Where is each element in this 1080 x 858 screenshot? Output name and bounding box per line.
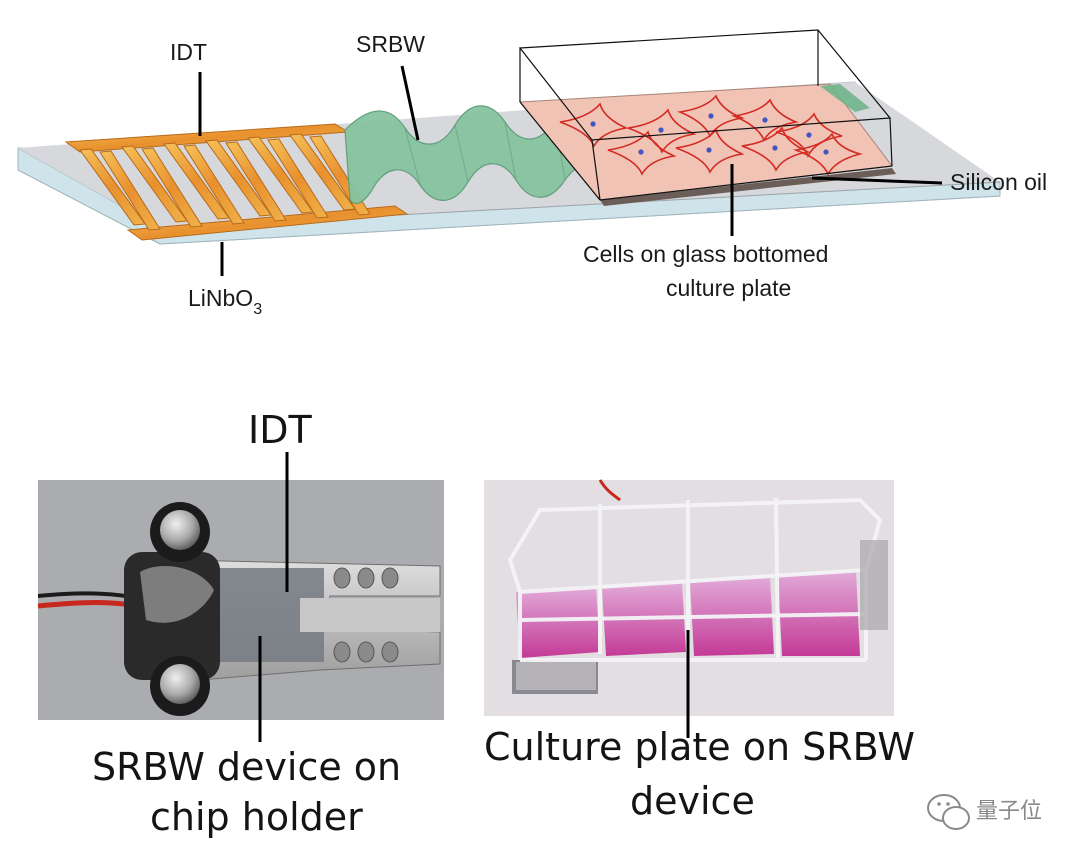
wechat-icon (927, 794, 970, 830)
plate-caption-line2: device (630, 779, 755, 823)
idt-label: IDT (170, 39, 207, 65)
cells-label-line1: Cells on glass bottomed (583, 241, 828, 267)
magnet-bottom (150, 656, 210, 716)
srbw-label: SRBW (356, 31, 425, 57)
chip-holder-caption-line1: SRBW device on (92, 745, 401, 789)
chip-holder-caption-line2: chip holder (150, 795, 363, 839)
cell-layer (559, 94, 864, 176)
srbw-schematic: IDT SRBW LiNbO3 Silicon oil Cells on gla… (17, 29, 1047, 318)
plate-walls (507, 497, 883, 662)
photo-idt-label: IDT (248, 408, 312, 452)
nuclei (590, 113, 829, 155)
substrate-label: LiNbO3 (188, 285, 262, 318)
plate-wireframe (518, 29, 893, 201)
plate-caption-line1: Culture plate on SRBW (484, 725, 915, 769)
watermark: 量子位 (927, 794, 1042, 830)
magnet-top (150, 502, 210, 562)
oil-label: Silicon oil (950, 169, 1047, 195)
idt-electrodes (64, 123, 409, 241)
srbw-leader (400, 65, 420, 141)
chip-holder-photo (37, 480, 444, 720)
cells-label-line2: culture plate (666, 275, 791, 301)
watermark-text: 量子位 (976, 799, 1042, 824)
oil-leader (811, 176, 943, 185)
